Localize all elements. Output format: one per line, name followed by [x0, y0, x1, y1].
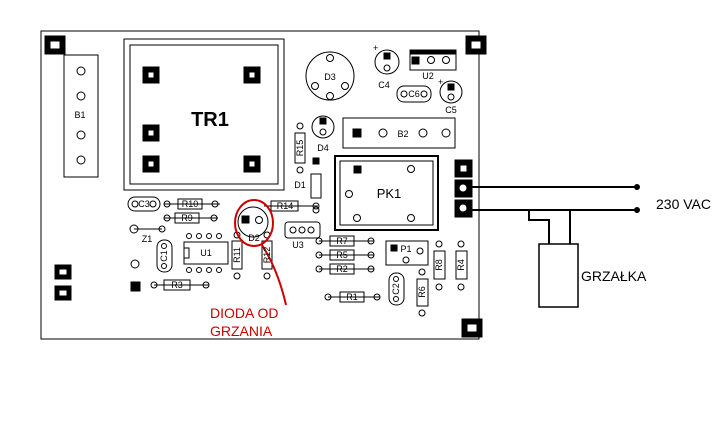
label-r9: R9 — [181, 213, 193, 223]
component-d3-pads — [311, 54, 349, 100]
label-r6: R6 — [417, 286, 427, 298]
capacitor-c4 — [374, 49, 400, 75]
terminal-block — [454, 159, 473, 218]
label-c5: C5 — [445, 105, 457, 115]
relay-pk1-outer — [334, 155, 439, 231]
diode-d4 — [311, 115, 335, 139]
label-r4: R4 — [456, 259, 466, 271]
annotation-line-2: GRZANIA — [210, 323, 273, 339]
resistor-r5 — [329, 249, 355, 261]
transformer-tr1-outer — [123, 38, 285, 191]
resistor-r4 — [455, 250, 468, 280]
connector-b1-pads — [76, 66, 86, 165]
label-r10: R10 — [182, 199, 199, 209]
label-r2: R2 — [336, 264, 348, 274]
label-r11: R11 — [232, 247, 242, 263]
label-r5: R5 — [336, 250, 348, 260]
label-c1: C1 — [159, 250, 169, 262]
connector-b1 — [63, 54, 99, 178]
label-b2: B2 — [397, 129, 408, 139]
annotation-line-1: DIODA OD — [210, 305, 278, 321]
resistor-r11 — [231, 240, 243, 270]
relay-pk1-inner — [339, 160, 434, 226]
label-d1: D1 — [294, 180, 306, 190]
label-r8: R8 — [434, 259, 444, 271]
resistor-r8 — [433, 250, 446, 280]
label-r15: R15 — [295, 140, 305, 157]
capacitor-c2 — [388, 272, 405, 306]
label-r12: R12 — [262, 247, 272, 264]
label-d3: D3 — [324, 72, 336, 82]
transistor-u3 — [284, 221, 321, 239]
potentiometer-p1 — [385, 240, 429, 266]
capacitor-c6 — [396, 85, 432, 103]
label-c4: C4 — [378, 80, 390, 90]
mains-terminal-2 — [634, 207, 640, 213]
capacitor-c5 — [439, 80, 463, 104]
label-u1: U1 — [200, 248, 212, 258]
label-c4-plus: + — [373, 43, 378, 53]
label-r14: R14 — [277, 201, 294, 211]
resistor-r6 — [416, 278, 429, 307]
label-r1: R1 — [346, 292, 358, 302]
label-c6: C6 — [408, 89, 420, 99]
resistor-r10 — [177, 198, 203, 210]
annotation-marker — [234, 199, 287, 306]
capacitor-c3 — [127, 196, 161, 212]
heater-element — [538, 243, 579, 308]
label-u2: U2 — [422, 71, 434, 81]
label-p1: P1 — [400, 244, 411, 254]
label-tr1: TR1 — [191, 109, 229, 131]
resistor-r15 — [294, 132, 306, 164]
label-heater: GRZAŁKA — [581, 268, 647, 284]
resistor-r14 — [270, 200, 299, 212]
label-c2: C2 — [391, 283, 401, 295]
external-wiring — [470, 186, 636, 244]
label-z1: Z1 — [142, 234, 153, 244]
label-b1: B1 — [74, 110, 85, 120]
capacitor-c1 — [156, 239, 173, 273]
mains-terminal-1 — [634, 184, 640, 190]
label-c3: C3 — [138, 199, 150, 209]
diode-d1 — [310, 173, 322, 199]
label-d2: D2 — [248, 233, 260, 243]
resistor-r7 — [329, 235, 355, 247]
label-r3: R3 — [171, 280, 183, 290]
label-u3: U3 — [292, 240, 304, 250]
zener-z1 — [129, 224, 139, 234]
connector-b2 — [342, 117, 456, 149]
ic-u1-pins — [186, 233, 222, 273]
label-d4: D4 — [317, 143, 329, 153]
resistor-r3 — [163, 279, 191, 291]
resistor-r1 — [339, 291, 365, 303]
label-230vac: 230 VAC — [656, 196, 711, 212]
label-r7: R7 — [336, 236, 348, 246]
transformer-tr1-inner — [129, 44, 279, 185]
resistor-r2 — [329, 263, 355, 275]
resistor-r9 — [174, 212, 200, 224]
label-pk1: PK1 — [377, 186, 402, 201]
diode-d2 — [237, 206, 269, 238]
label-c5-plus: + — [438, 77, 443, 87]
